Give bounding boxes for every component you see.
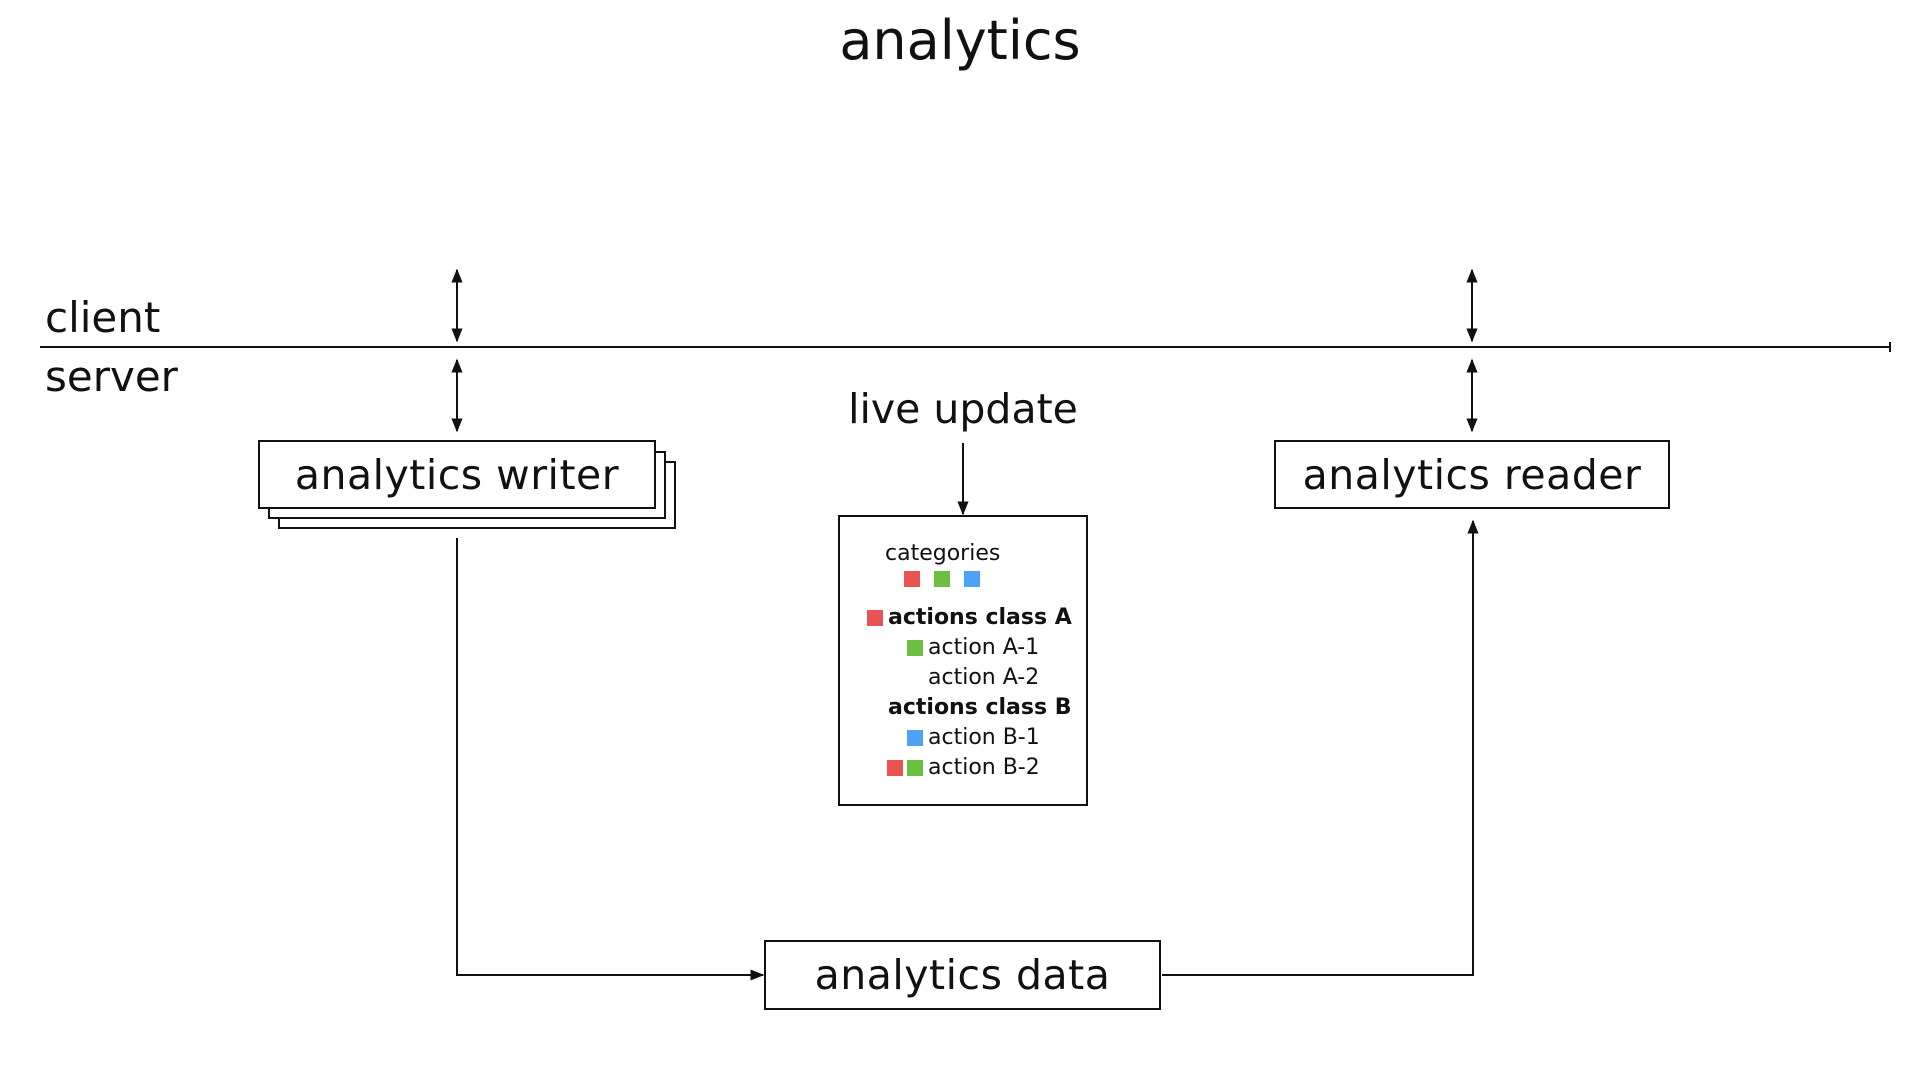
category-swatch-green	[934, 571, 950, 587]
analytics-reader-label: analytics reader	[1302, 450, 1642, 499]
legend-item-a2: action A-2	[928, 665, 1040, 690]
legend-item-class-b: actions class B	[888, 695, 1072, 720]
item-a-class-swatch	[867, 610, 883, 626]
legend-item-class-a: actions class A	[888, 605, 1072, 630]
analytics-reader-box: analytics reader	[1274, 440, 1670, 509]
item-b1-swatch	[907, 730, 923, 746]
category-swatch-blue	[964, 571, 980, 587]
server-zone-label: server	[45, 352, 178, 401]
legend-heading: categories	[885, 541, 1001, 566]
legend-item-a1: action A-1	[928, 635, 1040, 660]
analytics-data-box: analytics data	[764, 940, 1161, 1010]
item-b2-swatch-red	[887, 760, 903, 776]
diagram-title: analytics	[839, 9, 1081, 72]
category-swatch-red	[904, 571, 920, 587]
analytics-writer-label: analytics writer	[294, 450, 620, 499]
categories-legend-box	[838, 515, 1088, 806]
client-zone-label: client	[45, 293, 161, 342]
analytics-writer-box: analytics writer	[258, 440, 656, 509]
analytics-data-label: analytics data	[814, 951, 1111, 999]
writer-to-data-connector	[456, 538, 765, 981]
live-update-label: live update	[848, 385, 1078, 433]
legend-item-b2: action B-2	[928, 755, 1040, 780]
data-to-reader-connector	[1162, 519, 1479, 976]
item-b2-swatch-green	[907, 760, 923, 776]
item-a1-swatch	[907, 640, 923, 656]
legend-item-b1: action B-1	[928, 725, 1040, 750]
